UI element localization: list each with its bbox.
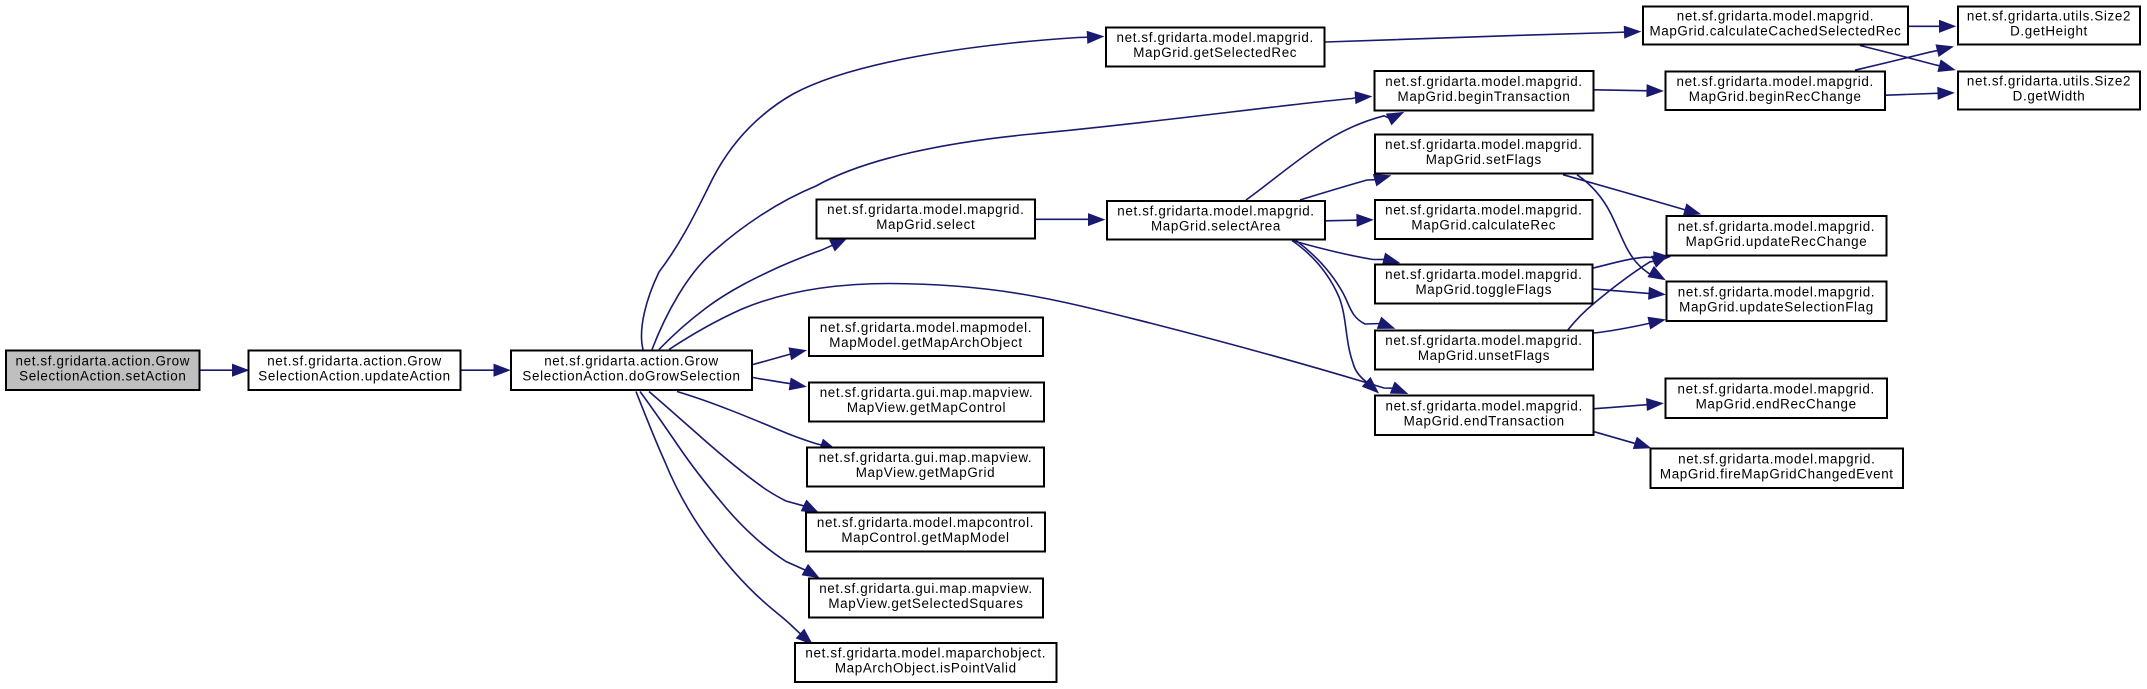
svg-text:net.sf.gridarta.model.mapgrid.: net.sf.gridarta.model.mapgrid. xyxy=(827,202,1024,217)
svg-text:net.sf.gridarta.model.mapgrid.: net.sf.gridarta.model.mapgrid. xyxy=(1677,74,1874,89)
svg-text:net.sf.gridarta.model.mapgrid.: net.sf.gridarta.model.mapgrid. xyxy=(1385,333,1582,348)
svg-text:MapModel.getMapArchObject: MapModel.getMapArchObject xyxy=(829,335,1022,350)
svg-text:MapGrid.updateSelectionFlag: MapGrid.updateSelectionFlag xyxy=(1679,299,1874,314)
svg-text:net.sf.gridarta.model.mapgrid.: net.sf.gridarta.model.mapgrid. xyxy=(1678,451,1875,466)
svg-text:MapView.getSelectedSquares: MapView.getSelectedSquares xyxy=(828,596,1023,611)
svg-text:SelectionAction.setAction: SelectionAction.setAction xyxy=(19,368,186,383)
svg-text:net.sf.gridarta.model.mapgrid.: net.sf.gridarta.model.mapgrid. xyxy=(1385,267,1582,282)
svg-text:MapGrid.calculateCachedSelecte: MapGrid.calculateCachedSelectedRec xyxy=(1649,24,1901,39)
svg-text:MapGrid.unsetFlags: MapGrid.unsetFlags xyxy=(1418,348,1550,363)
svg-text:MapGrid.updateRecChange: MapGrid.updateRecChange xyxy=(1686,234,1868,249)
svg-text:net.sf.gridarta.model.mapgrid.: net.sf.gridarta.model.mapgrid. xyxy=(1385,203,1582,218)
svg-text:D.getWidth: D.getWidth xyxy=(2013,89,2086,104)
svg-text:net.sf.gridarta.gui.map.mapvie: net.sf.gridarta.gui.map.mapview. xyxy=(819,581,1033,596)
svg-text:net.sf.gridarta.model.mapgrid.: net.sf.gridarta.model.mapgrid. xyxy=(1385,137,1582,152)
svg-text:MapControl.getMapModel: MapControl.getMapModel xyxy=(841,530,1009,545)
svg-text:MapGrid.selectArea: MapGrid.selectArea xyxy=(1151,218,1281,233)
svg-text:net.sf.gridarta.gui.map.mapvie: net.sf.gridarta.gui.map.mapview. xyxy=(820,385,1034,400)
svg-text:MapGrid.setFlags: MapGrid.setFlags xyxy=(1426,152,1542,167)
svg-text:net.sf.gridarta.utils.Size2: net.sf.gridarta.utils.Size2 xyxy=(1967,9,2131,24)
svg-text:MapGrid.getSelectedRec: MapGrid.getSelectedRec xyxy=(1133,45,1297,60)
svg-text:net.sf.gridarta.model.mapgrid.: net.sf.gridarta.model.mapgrid. xyxy=(1117,203,1314,218)
svg-text:MapGrid.toggleFlags: MapGrid.toggleFlags xyxy=(1415,282,1552,297)
svg-text:MapGrid.endRecChange: MapGrid.endRecChange xyxy=(1696,396,1857,411)
svg-text:net.sf.gridarta.model.mapcontr: net.sf.gridarta.model.mapcontrol. xyxy=(817,515,1034,530)
svg-text:net.sf.gridarta.utils.Size2: net.sf.gridarta.utils.Size2 xyxy=(1967,74,2131,89)
svg-text:SelectionAction.doGrowSelectio: SelectionAction.doGrowSelection xyxy=(522,368,740,383)
svg-text:net.sf.gridarta.model.mapgrid.: net.sf.gridarta.model.mapgrid. xyxy=(1117,30,1314,45)
svg-text:net.sf.gridarta.model.mapgrid.: net.sf.gridarta.model.mapgrid. xyxy=(1678,219,1875,234)
svg-text:D.getHeight: D.getHeight xyxy=(2010,24,2088,39)
svg-text:net.sf.gridarta.gui.map.mapvie: net.sf.gridarta.gui.map.mapview. xyxy=(819,450,1033,465)
svg-text:net.sf.gridarta.model.mapgrid.: net.sf.gridarta.model.mapgrid. xyxy=(1678,381,1875,396)
svg-text:net.sf.gridarta.action.Grow: net.sf.gridarta.action.Grow xyxy=(16,353,191,368)
svg-text:MapGrid.beginTransaction: MapGrid.beginTransaction xyxy=(1398,89,1571,104)
svg-text:MapGrid.fireMapGridChangedEven: MapGrid.fireMapGridChangedEvent xyxy=(1660,466,1894,481)
svg-text:net.sf.gridarta.model.mapgrid.: net.sf.gridarta.model.mapgrid. xyxy=(1385,74,1582,89)
svg-text:MapGrid.beginRecChange: MapGrid.beginRecChange xyxy=(1689,89,1862,104)
svg-text:MapView.getMapGrid: MapView.getMapGrid xyxy=(856,465,995,480)
svg-text:MapGrid.endTransaction: MapGrid.endTransaction xyxy=(1404,413,1565,428)
svg-text:SelectionAction.updateAction: SelectionAction.updateAction xyxy=(258,368,450,383)
svg-text:MapView.getMapControl: MapView.getMapControl xyxy=(847,400,1006,415)
svg-text:net.sf.gridarta.model.mapmodel: net.sf.gridarta.model.mapmodel. xyxy=(820,320,1032,335)
svg-text:net.sf.gridarta.model.maparcho: net.sf.gridarta.model.maparchobject. xyxy=(805,646,1046,661)
svg-text:net.sf.gridarta.model.mapgrid.: net.sf.gridarta.model.mapgrid. xyxy=(1677,9,1874,24)
svg-text:MapGrid.calculateRec: MapGrid.calculateRec xyxy=(1411,218,1556,233)
svg-text:net.sf.gridarta.action.Grow: net.sf.gridarta.action.Grow xyxy=(267,353,442,368)
svg-text:MapGrid.select: MapGrid.select xyxy=(876,217,975,232)
svg-text:net.sf.gridarta.model.mapgrid.: net.sf.gridarta.model.mapgrid. xyxy=(1678,284,1875,299)
svg-text:net.sf.gridarta.action.Grow: net.sf.gridarta.action.Grow xyxy=(544,353,719,368)
svg-text:MapArchObject.isPointValid: MapArchObject.isPointValid xyxy=(835,661,1017,676)
svg-text:net.sf.gridarta.model.mapgrid.: net.sf.gridarta.model.mapgrid. xyxy=(1386,398,1583,413)
